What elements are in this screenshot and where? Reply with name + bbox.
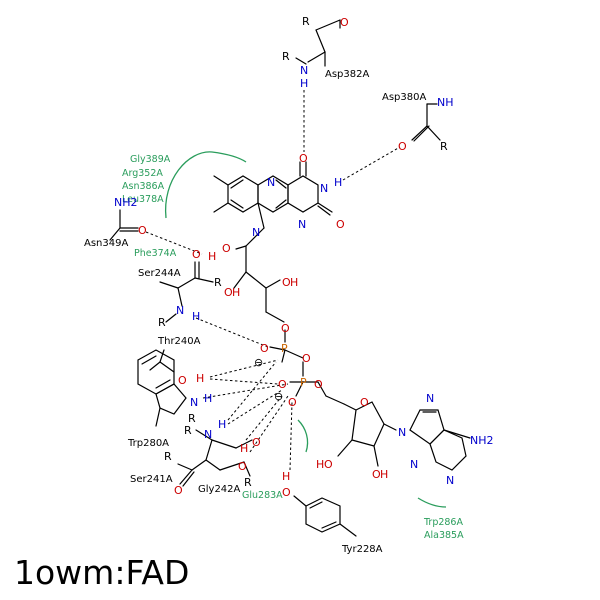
hydrophobic-glu283a: Glu283A xyxy=(242,490,283,501)
atom-label: N xyxy=(410,458,418,471)
atom-label: H xyxy=(380,468,388,481)
atom-label: R xyxy=(244,476,252,489)
atom-label: N xyxy=(320,182,328,195)
hydrophobic-arg352a: Arg352A xyxy=(122,168,163,179)
atom-label: R xyxy=(164,450,172,463)
atom-label: O xyxy=(224,286,233,299)
hydrophobic-arc-glu xyxy=(297,419,309,453)
atom-label: O xyxy=(138,224,147,237)
atom-label: R xyxy=(184,424,192,437)
atom-label: O xyxy=(324,458,333,471)
hydrophobic-trp286a: Trp286A xyxy=(423,517,463,528)
atom-label: O xyxy=(282,276,291,289)
atom-label: O xyxy=(238,460,247,473)
atom-label: H xyxy=(218,418,226,431)
atom-label: N xyxy=(252,226,260,239)
hydrophobic-phe374a: Phe374A xyxy=(134,248,177,259)
atom-label: N xyxy=(426,392,434,405)
residue-tyr228a: Tyr228A xyxy=(341,544,383,555)
atom-label: O xyxy=(372,468,381,481)
atom-label: O xyxy=(174,484,183,497)
atom-label: O xyxy=(278,378,287,391)
atom-label: H xyxy=(282,470,290,483)
atom-label: R xyxy=(302,15,310,28)
atom-label: N xyxy=(204,428,212,441)
atom-label: H xyxy=(232,286,240,299)
atom-label: R xyxy=(188,412,196,425)
residue-trp280a: Trp280A xyxy=(127,438,169,449)
atom-label: H xyxy=(316,458,324,471)
atom-label: H xyxy=(300,77,308,90)
atom-label: O xyxy=(360,396,369,409)
atom-label: O xyxy=(252,436,261,449)
hydrophobic-labels: Gly389A Arg352A Asn386A Leu378A Phe374A … xyxy=(122,154,464,541)
atom-label: R xyxy=(158,316,166,329)
atom-label: N xyxy=(298,218,306,231)
atom-label: H xyxy=(204,392,212,405)
atom-label: N xyxy=(446,474,454,487)
atom-label: NH xyxy=(437,96,454,109)
atom-label: O xyxy=(192,248,201,261)
atom-label: O xyxy=(288,396,297,409)
atom-label: R xyxy=(440,140,448,153)
atom-label: H xyxy=(334,176,342,189)
atom-label: H xyxy=(196,372,204,385)
atom-label: NH2 xyxy=(114,196,138,209)
residue-thr240a: Thr240A xyxy=(157,336,201,347)
residue-asp380a: Asp380A xyxy=(382,92,426,103)
atom-label: O xyxy=(222,242,231,255)
atom-label: P xyxy=(300,376,307,389)
atom-label: O xyxy=(398,140,407,153)
atom-label: O xyxy=(281,322,290,335)
atom-label: P xyxy=(281,342,288,355)
atom-label: R xyxy=(214,276,222,289)
atom-label: H xyxy=(192,310,200,323)
atom-label: O xyxy=(336,218,345,231)
residue-asn349a: Asn349A xyxy=(84,238,128,249)
residue-ser241a: Ser241A xyxy=(130,474,173,485)
atom-label: H xyxy=(240,442,248,455)
atom-label: H xyxy=(208,250,216,263)
atom-label: N xyxy=(190,396,198,409)
hydrophobic-asn386a: Asn386A xyxy=(122,181,165,192)
hydrophobic-gly389a: Gly389A xyxy=(130,154,171,165)
atom-label: ⊖ xyxy=(274,390,283,403)
atom-label: N xyxy=(267,176,275,189)
atom-label: ⊖ xyxy=(254,356,263,369)
page-title: 1owm:FAD xyxy=(14,553,189,592)
atom-label: O xyxy=(282,486,291,499)
atom-label: O xyxy=(340,16,349,29)
residue-gly242a: Gly242A xyxy=(198,484,241,495)
atom-label: N xyxy=(398,426,406,439)
atom-label: O xyxy=(314,378,323,391)
covalent-bonds xyxy=(109,19,471,537)
hydrogen-bonds xyxy=(145,90,401,471)
hydrophobic-leu378a: Leu378A xyxy=(122,194,164,205)
hydrophobic-arc-lower xyxy=(417,497,447,508)
atom-label: O xyxy=(178,374,187,387)
atom-labels: R O R N H NH O R O N N H N N O O H O H O… xyxy=(114,15,494,499)
atom-label: O xyxy=(302,352,311,365)
atom-label: N xyxy=(300,64,308,77)
atom-label: R xyxy=(282,50,290,63)
hydrophobic-ala385a: Ala385A xyxy=(424,530,464,541)
atom-label: O xyxy=(260,342,269,355)
atom-label: NH2 xyxy=(470,434,494,447)
residue-labels: Asp382A Asp380A Asn349A Ser244A Thr240A … xyxy=(84,69,426,555)
residue-asp382a: Asp382A xyxy=(325,69,369,80)
atom-label: O xyxy=(299,152,308,165)
atom-label: N xyxy=(176,304,184,317)
hydrophobic-arc-upper xyxy=(164,151,247,219)
residue-ser244a: Ser244A xyxy=(138,268,181,279)
atom-label: H xyxy=(290,276,298,289)
